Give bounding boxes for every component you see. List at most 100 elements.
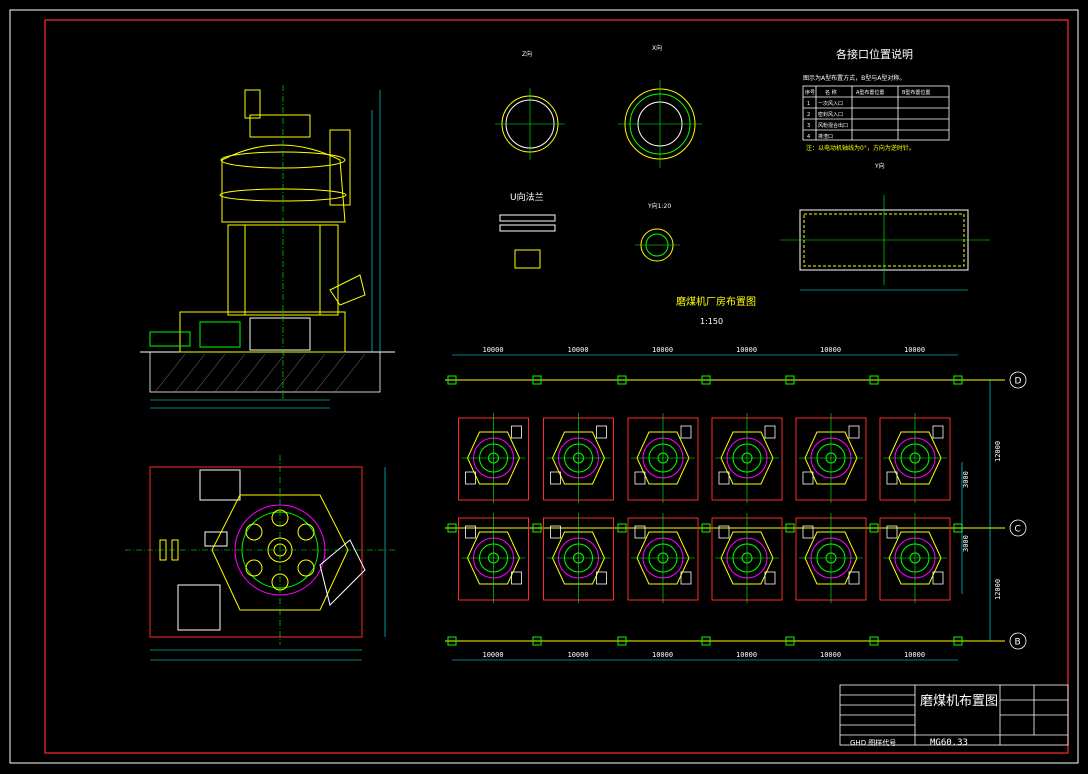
axis-label: C <box>1015 525 1021 535</box>
span-dimension: 10000 <box>652 651 673 659</box>
interface-header-no: 序号 <box>805 89 815 96</box>
column-marker <box>785 375 795 385</box>
u-flange-detail <box>499 214 556 269</box>
interface-header-b: B型布置位置 <box>902 89 930 96</box>
y-scale-label: Y向1:20 <box>647 202 671 210</box>
mill-motor <box>634 471 646 485</box>
mill-motor <box>465 471 476 485</box>
interface-row-2-no: 2 <box>807 112 810 118</box>
axis-label: D <box>1015 377 1022 387</box>
mill-plan-view <box>125 455 395 661</box>
interface-header-name: 名 称 <box>825 89 837 96</box>
y-view-section <box>780 195 990 291</box>
span-dimension: 10000 <box>483 651 504 659</box>
mill-motor <box>886 471 898 485</box>
mill-motor <box>718 471 730 485</box>
u-flange-label: U向法兰 <box>510 191 544 203</box>
mill-motor <box>550 525 561 539</box>
column-marker <box>785 523 795 533</box>
column-marker <box>953 375 963 385</box>
mill-hopper <box>932 571 944 585</box>
mill-hopper <box>511 571 522 585</box>
span-dimension: 10000 <box>904 346 925 354</box>
span-dimension: 10000 <box>820 651 841 659</box>
dim-center-top: 3000 <box>962 471 970 488</box>
mill-hopper <box>764 571 776 585</box>
column-marker <box>532 636 542 646</box>
interface-row-4-name: 排渣口 <box>818 133 833 140</box>
mill-hopper <box>596 571 607 585</box>
x-view-label: X向 <box>652 44 662 52</box>
interface-row-1-name: 一次风入口 <box>818 100 843 107</box>
mill-elevation-view <box>140 85 395 409</box>
z-view-label: Z向 <box>522 50 532 58</box>
interface-row-2-name: 密封风入口 <box>818 111 843 118</box>
interface-row-3-name: 风粉混合出口 <box>818 122 848 129</box>
axis-bubble <box>1009 371 1027 389</box>
column-marker <box>869 375 879 385</box>
mill-motor <box>802 471 814 485</box>
x-view-circle <box>618 80 702 168</box>
column-marker <box>447 375 457 385</box>
span-dimension: 10000 <box>820 346 841 354</box>
mill-hopper <box>848 425 860 439</box>
column-marker <box>869 523 879 533</box>
z-view-circle <box>495 88 565 160</box>
mill-hopper <box>848 571 860 585</box>
mill-hopper <box>932 425 944 439</box>
span-dimension: 10000 <box>652 346 673 354</box>
title-block-ref: GHD 图样代号 <box>850 738 896 747</box>
mill-motor <box>465 525 476 539</box>
span-dimension: 10000 <box>904 651 925 659</box>
plant-layout: D C B 10000 10000 10000 10000 10000 10000 10000 10… <box>445 346 1027 661</box>
column-marker <box>447 523 457 533</box>
interface-title: 各接口位置说明 <box>836 47 913 61</box>
interface-row-4-no: 4 <box>807 134 810 140</box>
column-marker <box>701 375 711 385</box>
y-view-label: Y向 <box>874 162 885 170</box>
column-marker <box>869 636 879 646</box>
mill-hopper <box>764 425 776 439</box>
y-flange-circle <box>635 228 680 262</box>
title-block <box>839 684 1069 746</box>
axis-bubble <box>1009 632 1027 650</box>
mill-motor <box>550 471 561 485</box>
span-dimension: 10000 <box>568 651 589 659</box>
inner-frame <box>44 19 1069 754</box>
span-dimension: 10000 <box>483 346 504 354</box>
outer-frame <box>9 9 1079 764</box>
dim-lower: 12000 <box>994 579 1002 600</box>
plant-layout-scale: 1:150 <box>700 317 723 326</box>
span-dimension: 10000 <box>736 651 757 659</box>
interface-row-3-no: 3 <box>807 123 810 129</box>
column-marker <box>953 636 963 646</box>
axis-label: B <box>1015 638 1021 648</box>
span-dimension: 10000 <box>568 346 589 354</box>
mill-hopper <box>511 425 522 439</box>
mill-motor <box>634 525 646 539</box>
column-marker <box>701 636 711 646</box>
plant-layout-title: 磨煤机厂房布置图 <box>676 295 756 308</box>
axis-bubble <box>1009 519 1027 537</box>
dim-center-bottom: 3000 <box>962 535 970 552</box>
column-marker <box>617 523 627 533</box>
mill-hopper <box>596 425 607 439</box>
mill-motor <box>886 525 898 539</box>
column-marker <box>617 636 627 646</box>
column-marker <box>532 523 542 533</box>
dim-upper: 12000 <box>994 441 1002 462</box>
column-marker <box>785 636 795 646</box>
column-marker <box>617 375 627 385</box>
interface-note: 图示为A型布置方式，B型与A型对称。 <box>803 74 905 82</box>
mill-hopper <box>680 425 692 439</box>
column-marker <box>701 523 711 533</box>
mill-motor <box>802 525 814 539</box>
span-dimension: 10000 <box>736 346 757 354</box>
interface-table <box>802 85 950 141</box>
column-marker <box>532 375 542 385</box>
interface-row-1-no: 1 <box>807 101 810 107</box>
interface-footnote: 注：以电动机轴线为0°，方向为逆时针。 <box>806 144 915 152</box>
interface-header-a: A型布置位置 <box>856 89 884 96</box>
mill-hopper <box>680 571 692 585</box>
